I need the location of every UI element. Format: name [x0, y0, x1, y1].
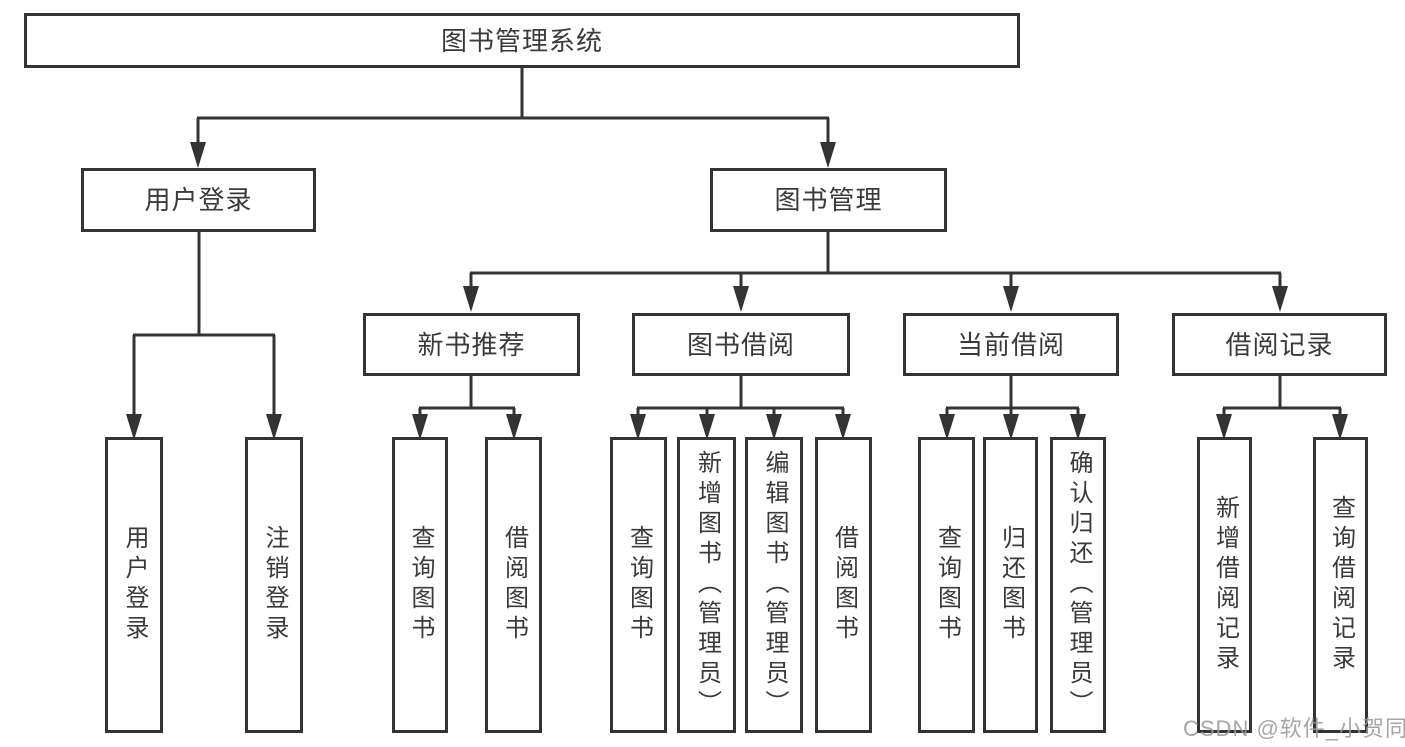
leaf-return-books: 归还图书	[983, 437, 1038, 733]
watermark: CSDN @软件_小贺同学	[1183, 716, 1405, 741]
connector-new-book-branch	[418, 374, 516, 418]
leaf-query-books-recommend: 查询图书	[392, 437, 448, 733]
node-book-management: 图书管理	[710, 168, 947, 232]
leaf-query-borrow-record: 查询借阅记录	[1313, 437, 1368, 733]
node-library-management-system: 图书管理系统	[24, 13, 1020, 68]
connector-book-borrow-branch	[636, 374, 845, 418]
leaf-logout: 注销登录	[245, 437, 303, 733]
connector-root-to-level2	[196, 66, 830, 146]
leaf-add-borrow-record: 新增借阅记录	[1197, 437, 1252, 733]
leaf-query-books-current: 查询图书	[918, 437, 975, 733]
leaf-add-books-admin: 新增图书（管理员）	[677, 437, 736, 733]
connector-current-borrow-branch	[945, 374, 1080, 418]
node-current-borrowing: 当前借阅	[903, 313, 1119, 376]
connector-user-login-branch	[132, 230, 276, 418]
node-user-login: 用户登录	[81, 168, 316, 232]
node-borrowing-records: 借阅记录	[1172, 313, 1387, 376]
connector-borrow-records-branch	[1222, 374, 1342, 418]
leaf-confirm-return-admin: 确认归还（管理员）	[1050, 437, 1106, 733]
leaf-query-books-borrow: 查询图书	[610, 437, 667, 733]
leaf-user-login: 用户登录	[105, 437, 163, 733]
leaf-borrow-books-recommend: 借阅图书	[485, 437, 542, 733]
arrowheads	[126, 142, 1348, 440]
node-book-borrowing: 图书借阅	[632, 313, 850, 376]
connector-book-management-branch	[469, 230, 1282, 290]
leaf-edit-books-admin: 编辑图书（管理员）	[745, 437, 803, 733]
node-new-book-recommendation: 新书推荐	[363, 313, 580, 376]
leaf-borrow-books: 借阅图书	[815, 437, 872, 733]
